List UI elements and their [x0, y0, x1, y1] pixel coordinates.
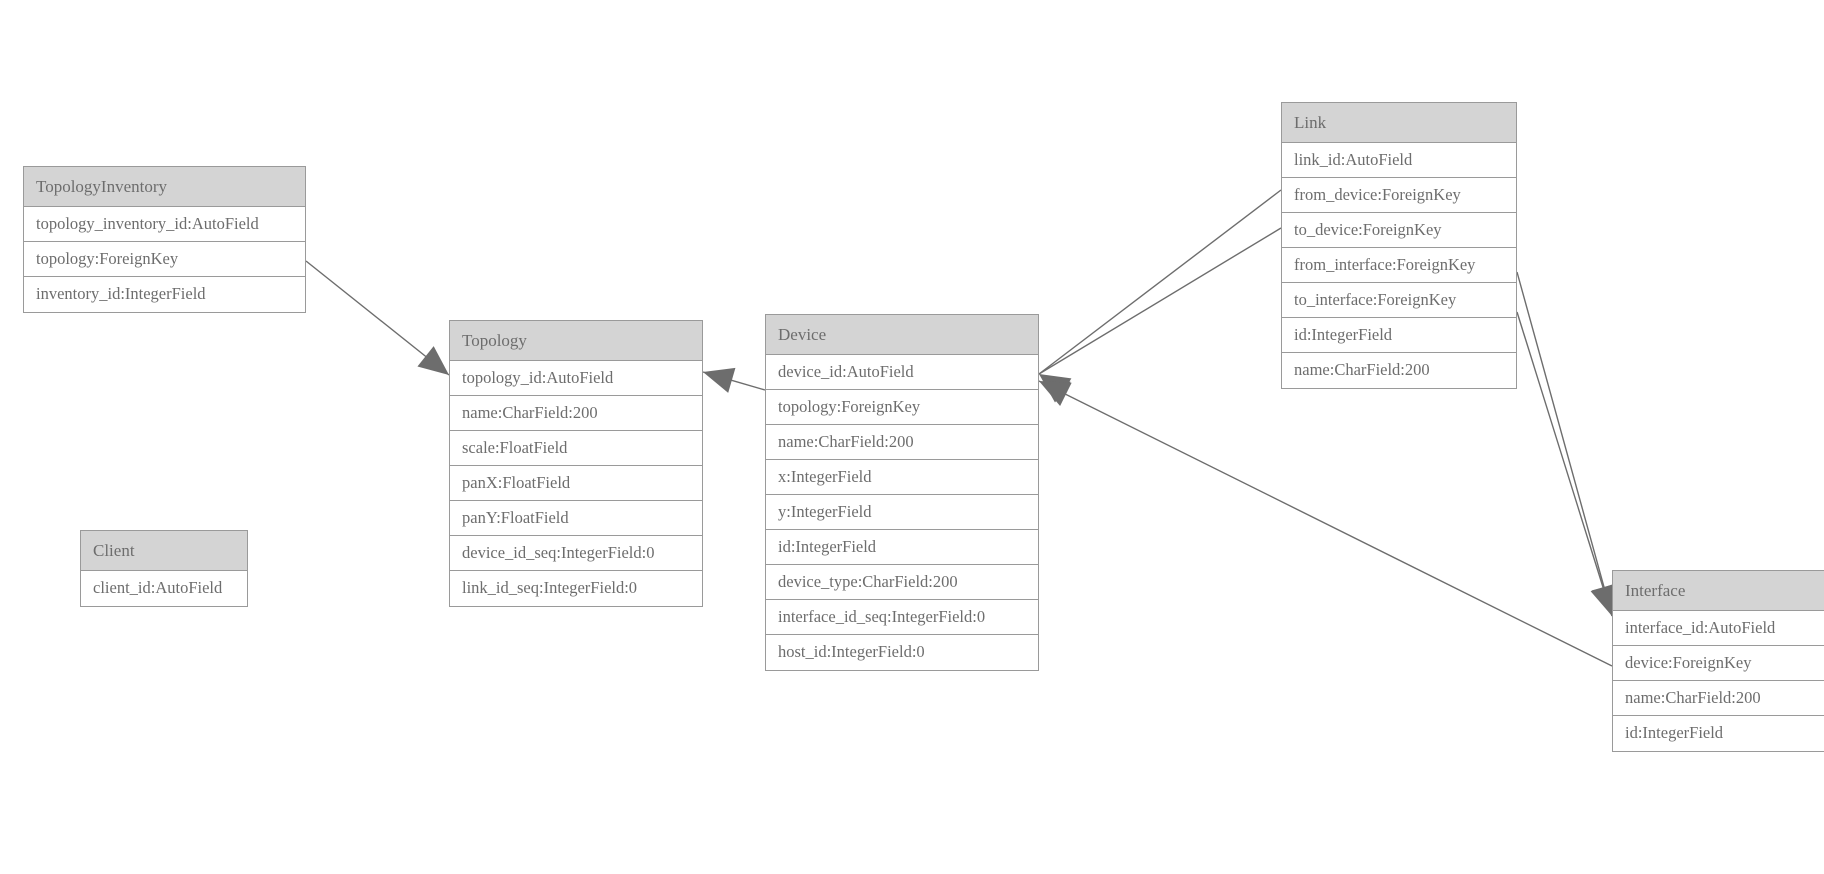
entity-field: from_interface:ForeignKey — [1282, 248, 1516, 283]
entity-field: topology:ForeignKey — [766, 390, 1038, 425]
entity-field: topology_id:AutoField — [450, 361, 702, 396]
entity-field: id:IntegerField — [1613, 716, 1824, 751]
entity-field: name:CharField:200 — [1613, 681, 1824, 716]
relationship-link-todevice-to-device[interactable] — [1032, 227, 1282, 401]
entity-title-client: Client — [81, 531, 247, 571]
entity-title-interface: Interface — [1613, 571, 1824, 611]
entity-title-link: Link — [1282, 103, 1516, 143]
relationship-line — [1038, 380, 1613, 667]
entity-field: device_type:CharField:200 — [766, 565, 1038, 600]
entity-field: host_id:IntegerField:0 — [766, 635, 1038, 670]
relationship-link-fromdevice-to-device[interactable] — [1031, 189, 1282, 403]
entity-field: panX:FloatField — [450, 466, 702, 501]
entity-field: name:CharField:200 — [450, 396, 702, 431]
entity-field: to_interface:ForeignKey — [1282, 283, 1516, 318]
entity-field: interface_id:AutoField — [1613, 611, 1824, 646]
entity-field: y:IntegerField — [766, 495, 1038, 530]
relationship-topologyinventory-to-topology[interactable] — [305, 260, 457, 385]
relationship-line — [305, 260, 450, 376]
entity-field: inventory_id:IntegerField — [24, 277, 305, 312]
relationship-link-frominterface-to-interface[interactable] — [1516, 271, 1625, 619]
relationship-line — [702, 371, 766, 391]
relationship-line — [1516, 311, 1613, 617]
entity-field: link_id_seq:IntegerField:0 — [450, 571, 702, 606]
entity-field: scale:FloatField — [450, 431, 702, 466]
entity-title-topology: Topology — [450, 321, 702, 361]
entity-title-device: Device — [766, 315, 1038, 355]
relationship-device-to-topology[interactable] — [699, 360, 766, 393]
entity-field: topology_inventory_id:AutoField — [24, 207, 305, 242]
entity-field: id:IntegerField — [1282, 318, 1516, 353]
entity-field: name:CharField:200 — [766, 425, 1038, 460]
relationship-line — [1038, 189, 1282, 375]
entity-field: device:ForeignKey — [1613, 646, 1824, 681]
entity-field: device_id_seq:IntegerField:0 — [450, 536, 702, 571]
entity-field: client_id:AutoField — [81, 571, 247, 606]
relationship-arrowhead — [703, 367, 736, 393]
entity-field: from_device:ForeignKey — [1282, 178, 1516, 213]
entity-field: topology:ForeignKey — [24, 242, 305, 277]
entity-field: link_id:AutoField — [1282, 143, 1516, 178]
entity-field: panY:FloatField — [450, 501, 702, 536]
entity-field: device_id:AutoField — [766, 355, 1038, 390]
relationship-line — [1516, 271, 1613, 617]
entity-title-topology_inventory: TopologyInventory — [24, 167, 305, 207]
relationship-interface-device-to-device[interactable] — [1033, 369, 1613, 667]
entity-field: x:IntegerField — [766, 460, 1038, 495]
relationship-line — [1038, 227, 1282, 375]
entity-field: interface_id_seq:IntegerField:0 — [766, 600, 1038, 635]
relationship-link-tointerface-to-interface[interactable] — [1516, 311, 1624, 620]
entity-field: id:IntegerField — [766, 530, 1038, 565]
entity-field: name:CharField:200 — [1282, 353, 1516, 388]
entity-field: to_device:ForeignKey — [1282, 213, 1516, 248]
